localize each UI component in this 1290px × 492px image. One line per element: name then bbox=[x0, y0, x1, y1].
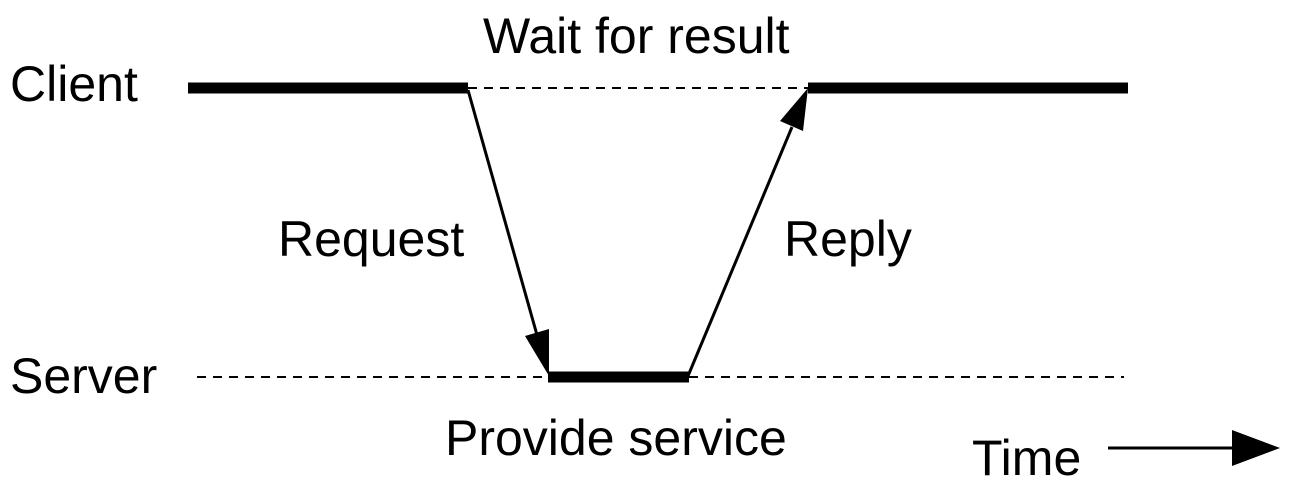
reply-label: Reply bbox=[784, 211, 912, 267]
reply-arrow-shaft bbox=[686, 126, 794, 377]
wait-for-result-label: Wait for result bbox=[483, 8, 790, 64]
provide-service-label: Provide service bbox=[445, 410, 787, 466]
server-label: Server bbox=[10, 348, 157, 404]
client-label: Client bbox=[10, 56, 138, 112]
time-arrowhead-icon bbox=[1232, 430, 1280, 466]
request-arrowhead-icon bbox=[525, 329, 549, 376]
request-label: Request bbox=[278, 211, 464, 267]
request-arrow-shaft bbox=[466, 89, 539, 336]
reply-arrowhead-icon bbox=[780, 88, 808, 131]
time-label: Time bbox=[972, 430, 1081, 486]
